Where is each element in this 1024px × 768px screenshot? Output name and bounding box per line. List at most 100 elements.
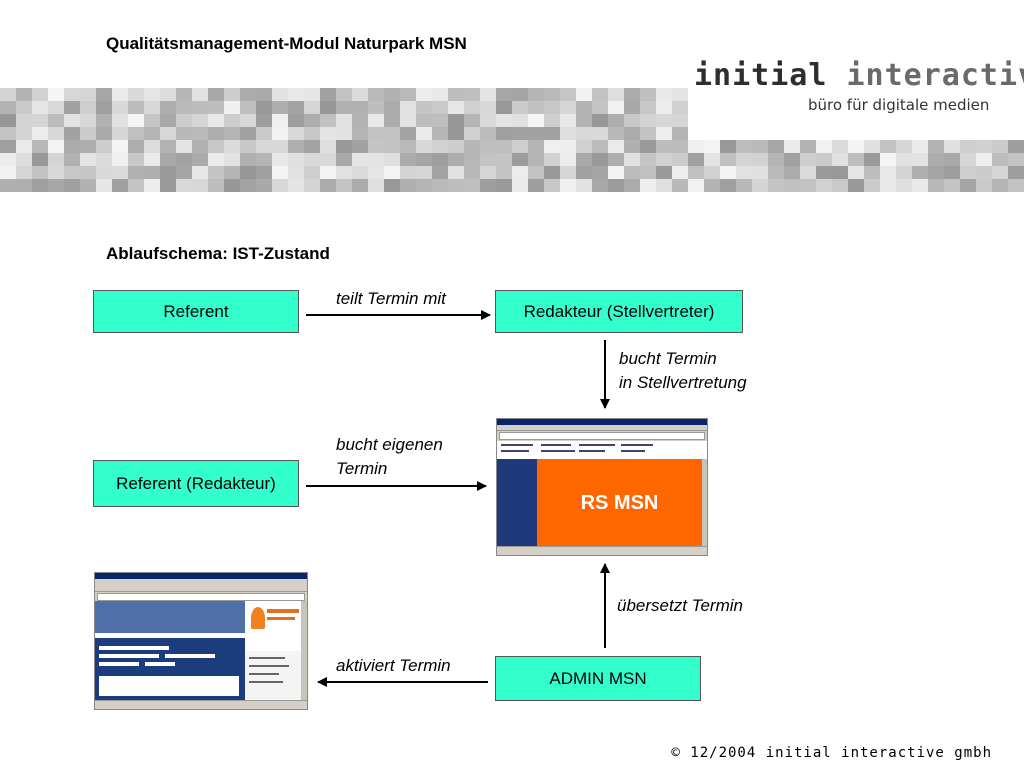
mosaic-tile xyxy=(176,88,192,101)
mosaic-tile xyxy=(80,88,96,101)
mosaic-tile xyxy=(384,114,400,127)
mosaic-tile xyxy=(848,179,864,192)
mosaic-tile xyxy=(560,127,576,140)
mosaic-tile xyxy=(448,179,464,192)
mosaic-tile xyxy=(240,88,256,101)
mosaic-tile xyxy=(560,114,576,127)
mosaic-tile xyxy=(432,153,448,166)
mosaic-tile xyxy=(336,101,352,114)
mosaic-tile xyxy=(304,140,320,153)
mosaic-tile xyxy=(544,88,560,101)
mosaic-tile xyxy=(240,127,256,140)
mosaic-tile xyxy=(48,140,64,153)
mosaic-tile xyxy=(624,114,640,127)
mosaic-tile xyxy=(672,127,688,140)
mosaic-tile xyxy=(608,153,624,166)
mosaic-tile xyxy=(624,179,640,192)
mosaic-tile xyxy=(128,88,144,101)
mosaic-tile xyxy=(432,88,448,101)
mosaic-tile xyxy=(448,127,464,140)
mosaic-tile xyxy=(272,166,288,179)
mosaic-tile xyxy=(912,166,928,179)
mosaic-tile xyxy=(704,153,720,166)
mosaic-tile xyxy=(368,179,384,192)
logo-tagline: büro für digitale medien xyxy=(808,96,990,114)
mosaic-tile xyxy=(512,153,528,166)
mosaic-tile xyxy=(896,140,912,153)
scrollbar xyxy=(702,459,707,547)
mosaic-tile xyxy=(416,140,432,153)
mosaic-tile xyxy=(480,114,496,127)
mosaic-tile xyxy=(80,166,96,179)
mosaic-tile xyxy=(992,179,1008,192)
mosaic-tile xyxy=(656,166,672,179)
mosaic-tile xyxy=(48,101,64,114)
mosaic-tile xyxy=(256,114,272,127)
mosaic-tile xyxy=(288,179,304,192)
mosaic-tile xyxy=(640,179,656,192)
mosaic-tile xyxy=(176,179,192,192)
mosaic-tile xyxy=(992,140,1008,153)
browser-menubar xyxy=(497,425,707,431)
mosaic-tile xyxy=(272,114,288,127)
mosaic-tile xyxy=(576,179,592,192)
mosaic-tile xyxy=(592,88,608,101)
mosaic-tile xyxy=(416,179,432,192)
mosaic-tile xyxy=(48,179,64,192)
mosaic-tile xyxy=(48,127,64,140)
mosaic-tile xyxy=(96,166,112,179)
logo-word-initial: initial xyxy=(694,58,828,93)
mosaic-tile xyxy=(800,179,816,192)
mosaic-tile xyxy=(368,114,384,127)
mosaic-tile xyxy=(160,153,176,166)
mosaic-tile xyxy=(48,88,64,101)
browser-statusbar xyxy=(95,700,307,709)
mosaic-tile xyxy=(176,114,192,127)
mosaic-tile xyxy=(176,140,192,153)
mosaic-tile xyxy=(80,127,96,140)
mosaic-tile xyxy=(816,140,832,153)
mosaic-tile xyxy=(128,140,144,153)
mosaic-tile xyxy=(288,114,304,127)
mosaic-tile xyxy=(224,101,240,114)
mosaic-tile xyxy=(160,88,176,101)
mosaic-tile xyxy=(800,140,816,153)
mosaic-tile xyxy=(704,140,720,153)
mosaic-tile xyxy=(112,166,128,179)
mosaic-tile xyxy=(32,127,48,140)
mosaic-tile xyxy=(816,179,832,192)
mosaic-tile xyxy=(80,179,96,192)
node-admin-msn: ADMIN MSN xyxy=(495,656,701,701)
mosaic-tile xyxy=(832,140,848,153)
mosaic-tile xyxy=(656,88,672,101)
mosaic-tile xyxy=(496,140,512,153)
mosaic-tile xyxy=(192,166,208,179)
mosaic-tile xyxy=(256,88,272,101)
mosaic-tile xyxy=(848,140,864,153)
mosaic-tile xyxy=(352,101,368,114)
mosaic-tile xyxy=(240,101,256,114)
label-teilt: teilt Termin mit xyxy=(336,289,446,308)
mosaic-tile xyxy=(992,153,1008,166)
mosaic-tile xyxy=(608,101,624,114)
mosaic-tile xyxy=(368,153,384,166)
naturpark-side-panel xyxy=(245,651,302,701)
mosaic-tile xyxy=(672,114,688,127)
mosaic-tile xyxy=(432,179,448,192)
mosaic-tile xyxy=(752,153,768,166)
logo-word-interactive: interactive xyxy=(846,58,1024,93)
mosaic-tile xyxy=(320,153,336,166)
mosaic-tile xyxy=(640,101,656,114)
mosaic-tile xyxy=(752,179,768,192)
mosaic-tile xyxy=(656,127,672,140)
mosaic-tile xyxy=(384,179,400,192)
mosaic-tile xyxy=(688,153,704,166)
mosaic-tile xyxy=(512,101,528,114)
mosaic-tile xyxy=(96,127,112,140)
mosaic-tile xyxy=(288,127,304,140)
mosaic-tile xyxy=(672,153,688,166)
mosaic-tile xyxy=(608,140,624,153)
mosaic-tile xyxy=(528,166,544,179)
mosaic-tile xyxy=(128,114,144,127)
mosaic-tile xyxy=(112,114,128,127)
